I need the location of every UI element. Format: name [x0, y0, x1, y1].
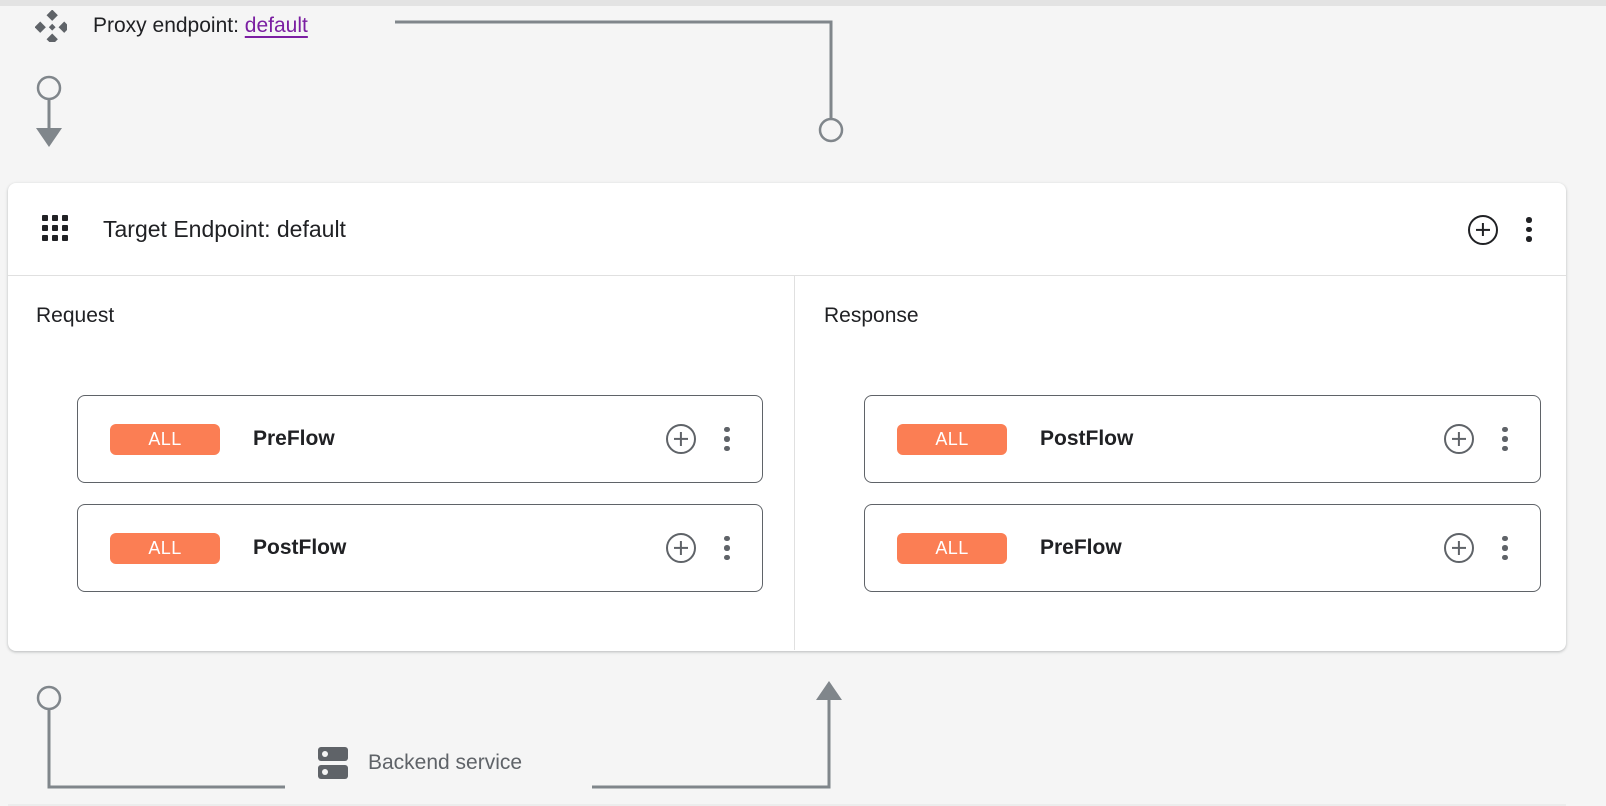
- response-column-title: Response: [824, 304, 919, 327]
- connector-node-target-in: [818, 117, 844, 143]
- flow-row[interactable]: ALL PreFlow: [77, 395, 763, 483]
- flow-row-actions: [666, 533, 738, 563]
- bottom-divider: [8, 804, 1566, 806]
- server-icon: [318, 746, 348, 780]
- flow-row-actions: [1444, 424, 1516, 454]
- column-divider: [794, 276, 795, 650]
- request-column: Request ALL PreFlow ALL PostFlow: [8, 276, 794, 650]
- add-icon[interactable]: [666, 533, 696, 563]
- flow-name: PreFlow: [253, 427, 335, 450]
- target-endpoint-header: Target Endpoint: default: [8, 183, 1566, 276]
- target-endpoint-actions: [1468, 183, 1540, 276]
- connector-node-target-out: [36, 685, 62, 711]
- response-flow-list: ALL PostFlow ALL PreFlow: [864, 395, 1541, 613]
- connector-target-to-backend: [47, 709, 285, 789]
- request-flow-list: ALL PreFlow ALL PostFlow: [77, 395, 763, 613]
- proxy-endpoint-label: Proxy endpoint: default: [93, 10, 308, 42]
- more-options-icon[interactable]: [716, 424, 738, 454]
- more-options-icon[interactable]: [1494, 533, 1516, 563]
- proxy-endpoint-bar: Proxy endpoint: default: [0, 6, 1606, 46]
- target-endpoint-card: Target Endpoint: default Request ALL Pre…: [8, 183, 1566, 651]
- flow-row-actions: [1444, 533, 1516, 563]
- add-icon[interactable]: [1444, 533, 1474, 563]
- arrow-up-backend: [816, 681, 842, 700]
- add-icon[interactable]: [666, 424, 696, 454]
- request-column-title: Request: [36, 304, 115, 327]
- more-options-icon[interactable]: [1518, 215, 1540, 245]
- add-icon[interactable]: [1444, 424, 1474, 454]
- flow-condition-badge: ALL: [897, 532, 1007, 564]
- connector-node-proxy-out: [36, 75, 62, 101]
- top-divider: [0, 0, 1606, 6]
- flow-name: PostFlow: [1040, 427, 1134, 450]
- flow-row[interactable]: ALL PostFlow: [864, 395, 1541, 483]
- flow-row[interactable]: ALL PreFlow: [864, 504, 1541, 592]
- add-icon[interactable]: [1468, 214, 1498, 245]
- flow-name: PostFlow: [253, 536, 347, 559]
- flow-condition-badge: ALL: [110, 532, 220, 564]
- proxy-endpoint-label-text: Proxy endpoint:: [93, 14, 239, 37]
- more-options-icon[interactable]: [1494, 424, 1516, 454]
- backend-service[interactable]: Backend service: [318, 746, 522, 780]
- apps-grid-icon: [42, 215, 70, 243]
- backend-service-label: Backend service: [368, 751, 523, 774]
- flow-row[interactable]: ALL PostFlow: [77, 504, 763, 592]
- connector-backend-to-target: [592, 700, 831, 789]
- arrow-down-proxy: [36, 128, 62, 147]
- response-column: Response ALL PostFlow ALL PreFlow: [795, 276, 1566, 650]
- target-endpoint-title: Target Endpoint: default: [103, 216, 346, 242]
- proxy-endpoint-link[interactable]: default: [244, 14, 308, 37]
- flow-name: PreFlow: [1040, 536, 1122, 559]
- target-endpoint-body: Request ALL PreFlow ALL PostFlow: [8, 276, 1566, 650]
- flow-condition-badge: ALL: [897, 423, 1007, 455]
- flow-row-actions: [666, 424, 738, 454]
- flow-condition-badge: ALL: [110, 423, 220, 455]
- more-options-icon[interactable]: [716, 533, 738, 563]
- diamond-cluster-icon: [35, 10, 67, 42]
